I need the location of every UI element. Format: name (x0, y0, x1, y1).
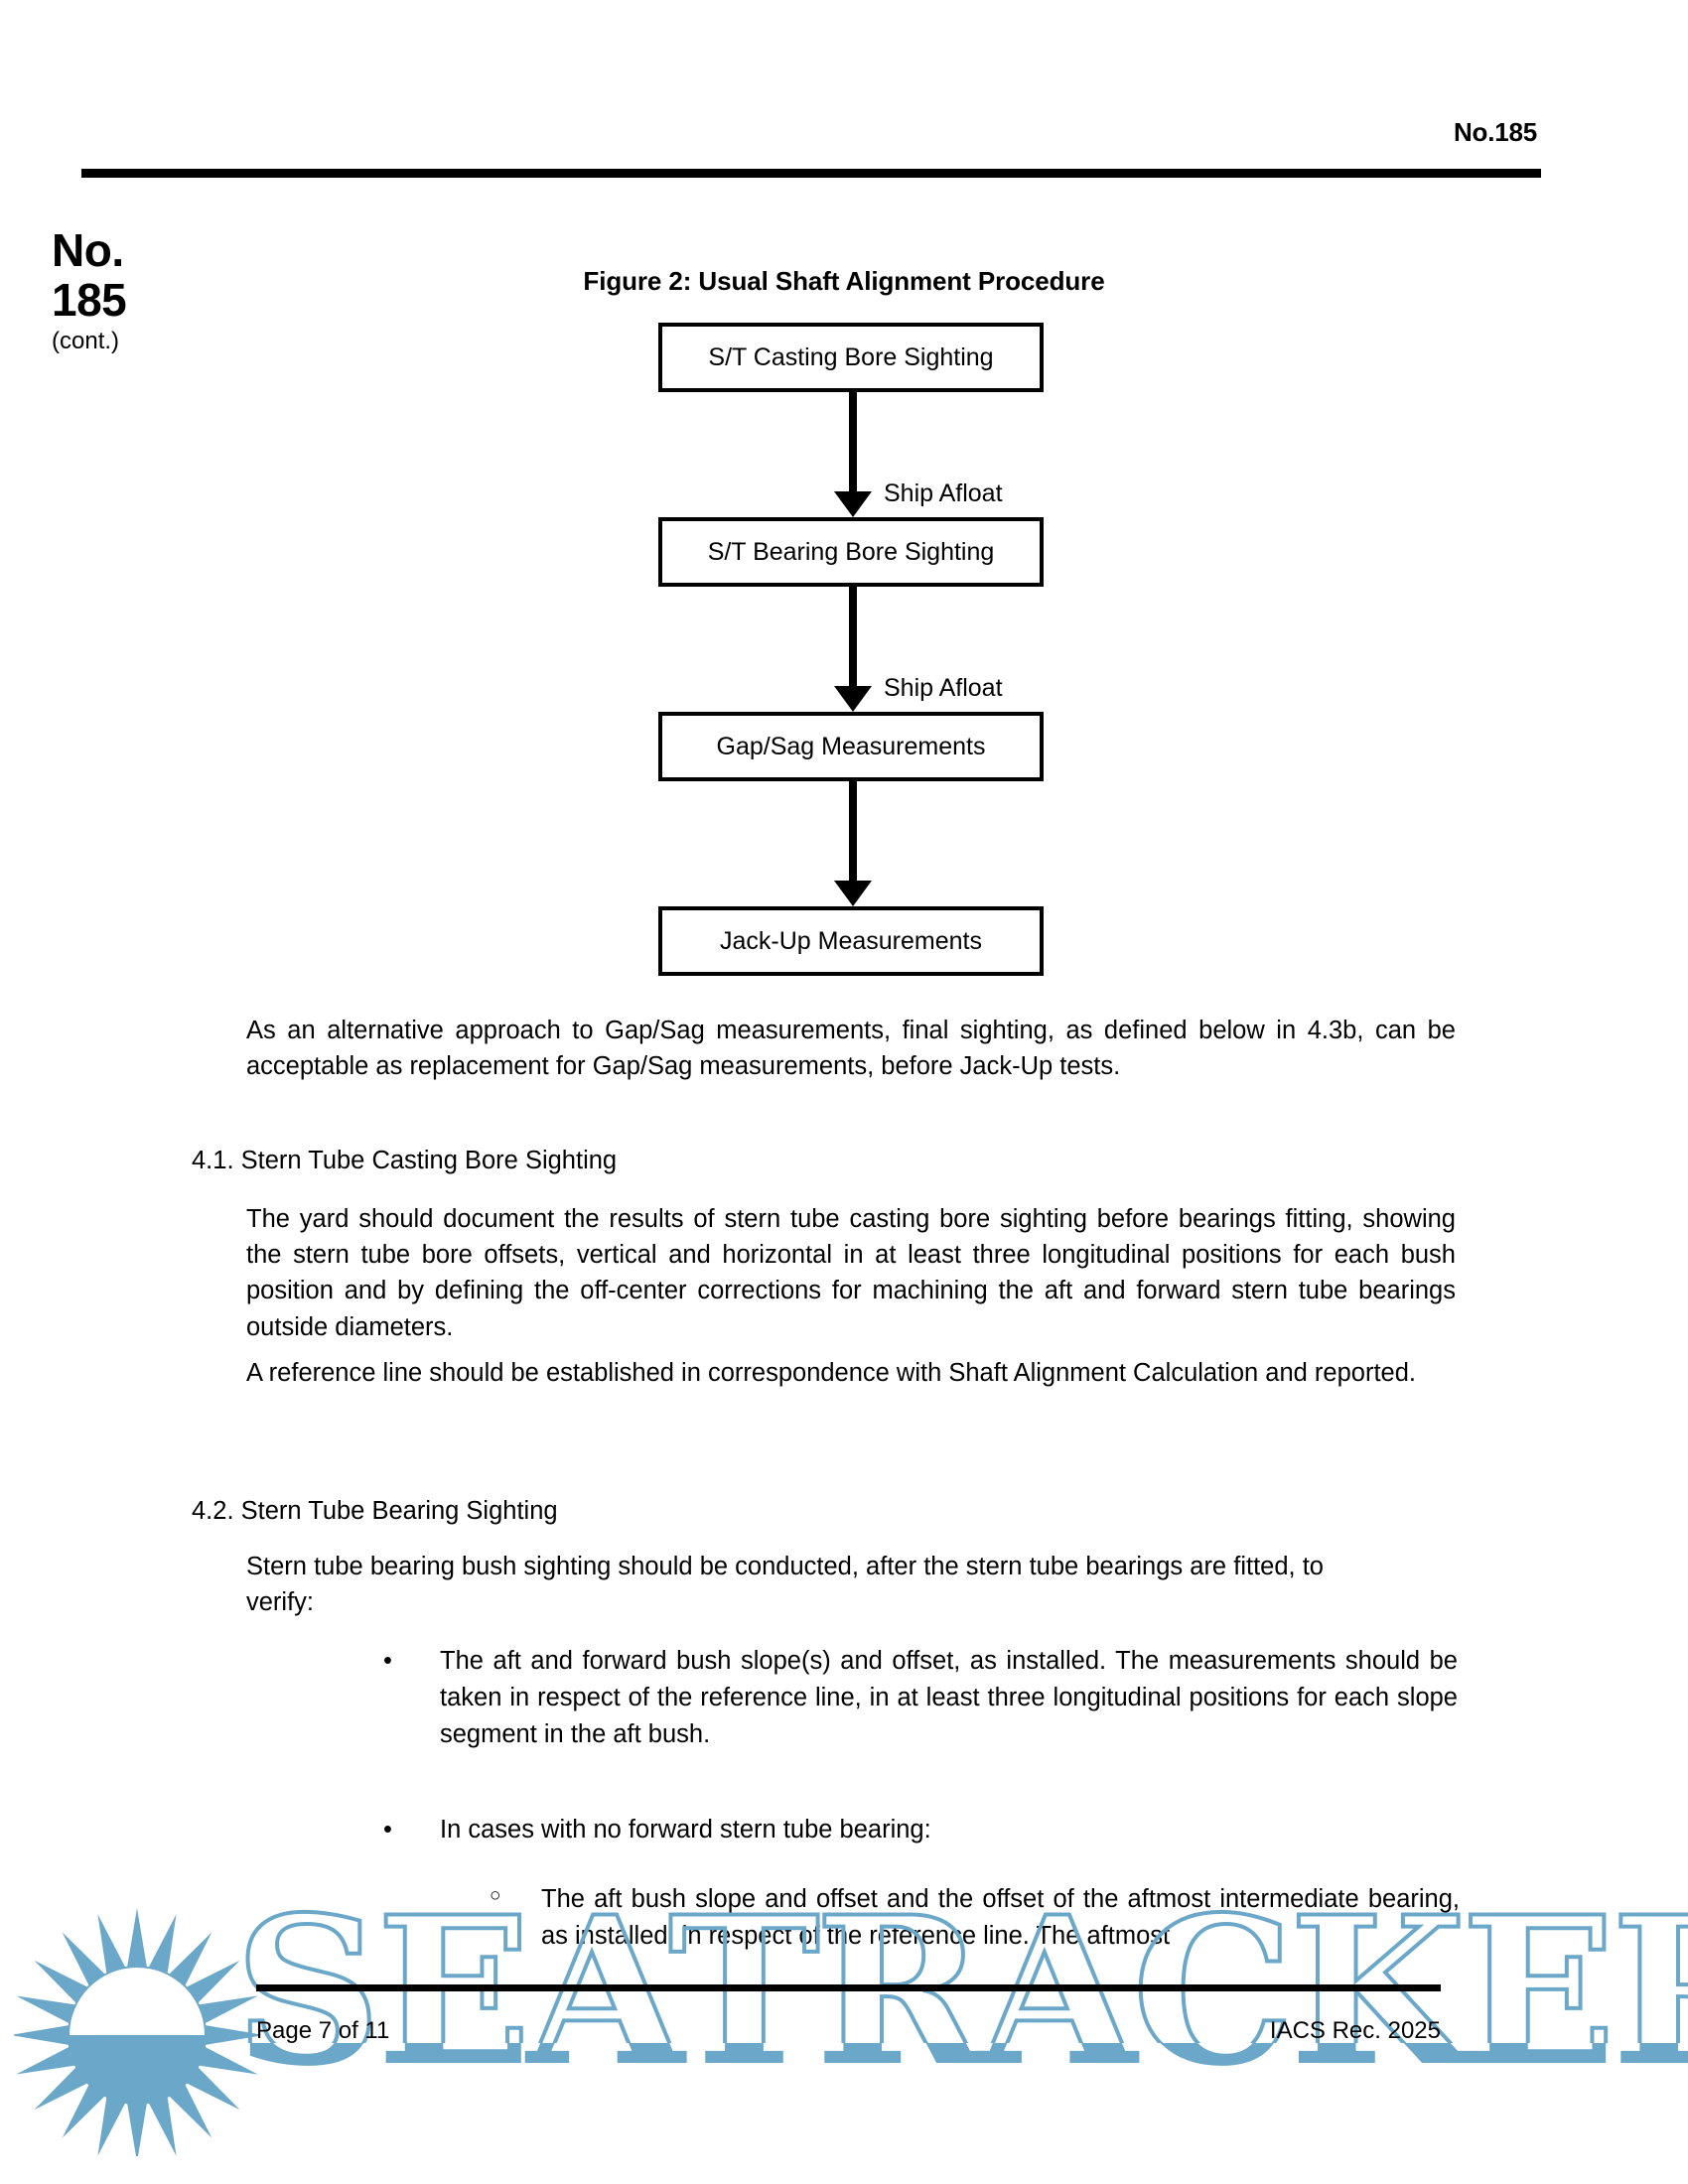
section-4-1-paragraph-2: A reference line should be established i… (246, 1359, 1416, 1387)
flow-label-ship-afloat-1: Ship Afloat (884, 479, 1003, 507)
margin-doc-number: No. 185 (cont.) (52, 224, 240, 355)
section-heading-4-1: 4.1. Stern Tube Casting Bore Sighting (192, 1147, 618, 1174)
sub-list-item-text: The aft bush slope and offset and the of… (541, 1885, 1460, 1950)
footer-page-number: Page 7 of 11 (256, 2017, 390, 2044)
watermark-lower: SEATRACKER.RU (0, 2043, 1688, 2184)
flow-arrow-3-head-icon (834, 881, 872, 906)
bullet-marker-icon: • (383, 1647, 392, 1675)
margin-number-value: 185 (52, 273, 127, 326)
header-rule (81, 169, 1541, 178)
figure-caption: Figure 2: Usual Shaft Alignment Procedur… (583, 266, 1105, 296)
flow-box-gap-sag-measurements: Gap/Sag Measurements (658, 712, 1044, 781)
flow-arrow-1-line (849, 392, 857, 495)
margin-no-label: No. (52, 224, 124, 276)
intro-paragraph: As an alternative approach to Gap/Sag me… (246, 1017, 1456, 1081)
watermark-text-solid: SEATRACKER.RU (234, 2043, 1688, 2095)
section-4-2-paragraph-1: Stern tube bearing bush sighting should … (246, 1553, 1324, 1617)
section-heading-4-2: 4.2. Stern Tube Bearing Sighting (192, 1497, 558, 1525)
sub-list-item: ○ The aft bush slope and offset and the … (490, 1881, 1460, 1955)
bullet-marker-icon: • (383, 1816, 392, 1843)
sub-bullet-marker-icon: ○ (490, 1885, 501, 1906)
list-item-text: In cases with no forward stern tube bear… (440, 1816, 931, 1843)
footer-source: IACS Rec. 2025 (1269, 2017, 1441, 2044)
margin-cont-label: (cont.) (52, 328, 120, 355)
list-item: • The aft and forward bush slope(s) and … (383, 1643, 1458, 1753)
seatracker-sun-logo-icon (14, 1908, 260, 2156)
list-item-text: The aft and forward bush slope(s) and of… (440, 1647, 1458, 1748)
list-item: • In cases with no forward stern tube be… (383, 1812, 1458, 1848)
flow-arrow-1-head-icon (834, 491, 872, 517)
flow-arrow-3-line (849, 781, 857, 885)
flow-arrow-2-line (849, 587, 857, 690)
flow-box-jack-up-measurements: Jack-Up Measurements (658, 906, 1044, 976)
watermark-text-outline: SEATRACKER.RU (232, 1886, 1688, 2044)
section-4-1-paragraph-1: The yard should document the results of … (246, 1205, 1456, 1341)
footer-rule (256, 1984, 1441, 1991)
flow-label-ship-afloat-2: Ship Afloat (884, 674, 1003, 702)
flow-box-casting-bore-sighting: S/T Casting Bore Sighting (658, 323, 1044, 392)
watermark-upper: SEATRACKER.RU (0, 1886, 1688, 2044)
flow-box-bearing-bore-sighting: S/T Bearing Bore Sighting (658, 517, 1044, 587)
flow-arrow-2-head-icon (834, 686, 872, 712)
header-doc-ref: No.185 (1453, 117, 1537, 147)
